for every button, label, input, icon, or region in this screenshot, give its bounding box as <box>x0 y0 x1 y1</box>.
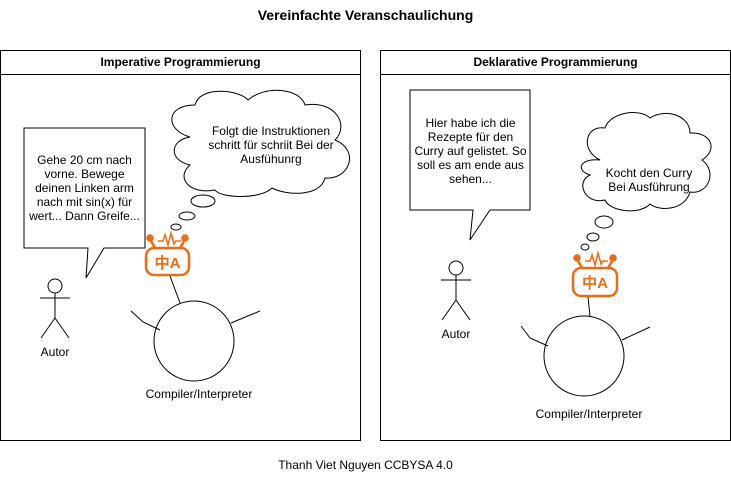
declarative-machine-label: Compiler/Interpreter <box>535 407 643 421</box>
thought-dot <box>170 223 182 231</box>
robot-translate-icon <box>144 230 191 277</box>
thought-dot <box>178 211 196 221</box>
actor-head <box>448 260 464 276</box>
thought-dot <box>594 215 614 229</box>
imperative-panel-header: Imperative Programmierung <box>1 51 360 75</box>
thought-dot <box>580 243 590 251</box>
declarative-thought-text: Kocht den Curry Bei Ausführung <box>605 166 693 194</box>
declarative-actor-label: Autor <box>441 327 471 341</box>
diagram-title: Vereinfachte Veranschaulichung <box>257 7 474 23</box>
declarative-speech-text: Hier habe ich die Rezepte für den Curry … <box>414 116 527 186</box>
thought-cloud <box>171 89 350 197</box>
thought-cloud <box>580 112 712 212</box>
declarative-panel-header: Deklarative Programmierung <box>381 51 730 75</box>
robot-translate-icon <box>571 250 619 298</box>
robot-icon-text: 中A <box>582 275 608 292</box>
imperative-speech-text: Gehe 20 cm nach vorne. Bewege deinen Lin… <box>29 153 140 223</box>
machine-body <box>153 300 235 382</box>
footer-credit: Thanh Viet Nguyen CCBYSA 4.0 <box>278 458 453 472</box>
speech-bubble <box>23 127 146 279</box>
imperative-thought-text: Folgt die Instruktionen schritt für schr… <box>208 124 334 166</box>
actor-head <box>47 278 63 294</box>
imperative-actor-label: Autor <box>40 345 70 359</box>
speech-bubble <box>409 89 531 241</box>
thought-dot <box>586 232 600 242</box>
machine-body <box>543 315 625 397</box>
thought-dot <box>190 194 216 208</box>
imperative-machine-label: Compiler/Interpreter <box>145 387 253 401</box>
robot-icon-text: 中A <box>154 255 181 272</box>
